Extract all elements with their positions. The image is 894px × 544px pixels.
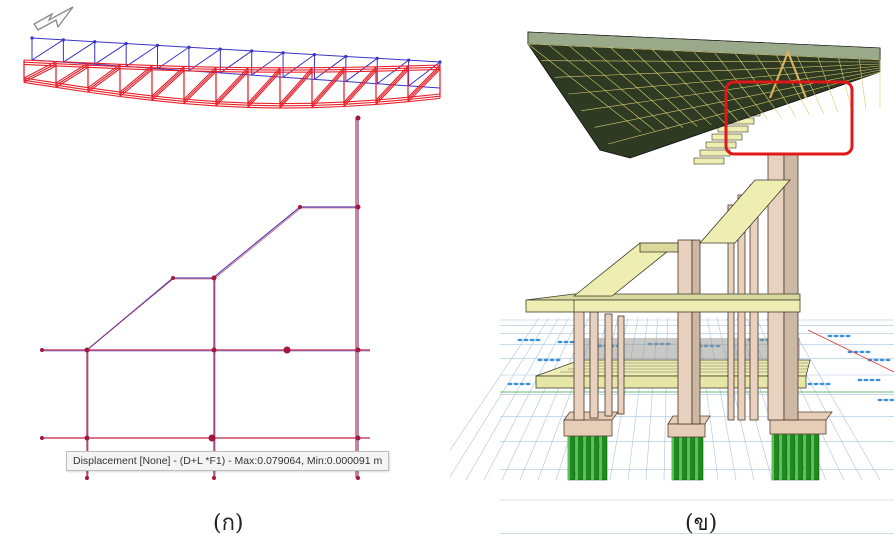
axis-line <box>807 329 894 373</box>
pointer-arrow-icon <box>33 6 74 31</box>
frame-members <box>42 118 370 478</box>
frame-nodes <box>40 115 361 480</box>
upper-slab <box>525 293 801 313</box>
caption-b: (ข) <box>685 511 718 536</box>
displacement-status-label: Displacement [None] - (D+L *F1) - Max:0.… <box>66 451 390 471</box>
inclined-stand <box>572 179 791 297</box>
piles <box>567 431 820 481</box>
roof-truss <box>527 31 881 159</box>
structure-3d-render <box>450 31 894 534</box>
panel-analysis-model: Displacement [None] - (D+L *F1) - Max:0.… <box>23 6 442 536</box>
deformed-truss <box>23 59 441 109</box>
caption-a: (ก) <box>213 511 244 536</box>
undeformed-truss <box>30 36 442 89</box>
analysis-frame-diagram <box>23 6 442 480</box>
highlight-box <box>724 80 854 156</box>
panel-3d-model: (ข) <box>450 0 894 544</box>
